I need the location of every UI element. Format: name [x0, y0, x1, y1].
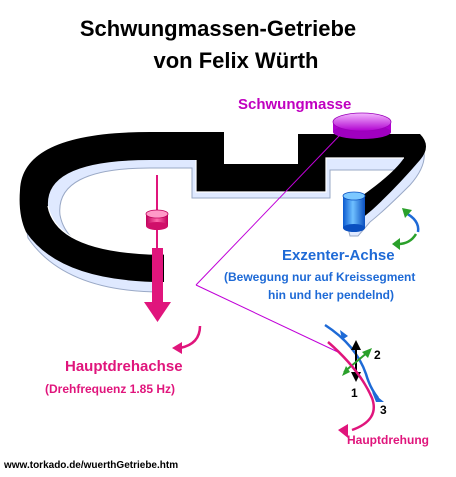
- vector-label-3: 3: [380, 403, 387, 417]
- flywheel-mass: [332, 112, 392, 139]
- label-exzenter-note-1: (Bewegung nur auf Kreissegment: [224, 270, 416, 284]
- source-url: www.torkado.de/wuerthGetriebe.htm: [4, 460, 179, 471]
- title-line-1: Schwungmassen-Getriebe: [79, 16, 357, 41]
- main-rotation-arrow: [327, 341, 375, 438]
- main-axis-arrow: [144, 248, 171, 322]
- label-exzenter-note-2: hin und her pendelnd): [268, 288, 394, 302]
- connector-lines: [195, 134, 341, 354]
- vector-label-1: 1: [351, 386, 358, 400]
- pendulum-arrows: [392, 208, 420, 250]
- vector-label-2: 2: [374, 348, 381, 362]
- track-shape: [19, 132, 426, 293]
- label-hauptdrehachse: Hauptdrehachse: [65, 358, 183, 375]
- eccentric-axis-cylinder: [342, 191, 366, 232]
- label-drehfrequenz: (Drehfrequenz 1.85 Hz): [45, 382, 176, 396]
- label-schwungmasse: Schwungmasse: [238, 96, 352, 113]
- force-vectors: [324, 323, 384, 402]
- main-axis-hub: [145, 175, 169, 248]
- label-hauptdrehung: Hauptdrehung: [347, 433, 429, 447]
- title-line-2: von Felix Würth: [153, 48, 319, 73]
- rotation-hint-arrow: [172, 325, 202, 354]
- label-exzenter-achse: Exzenter-Achse: [282, 247, 395, 264]
